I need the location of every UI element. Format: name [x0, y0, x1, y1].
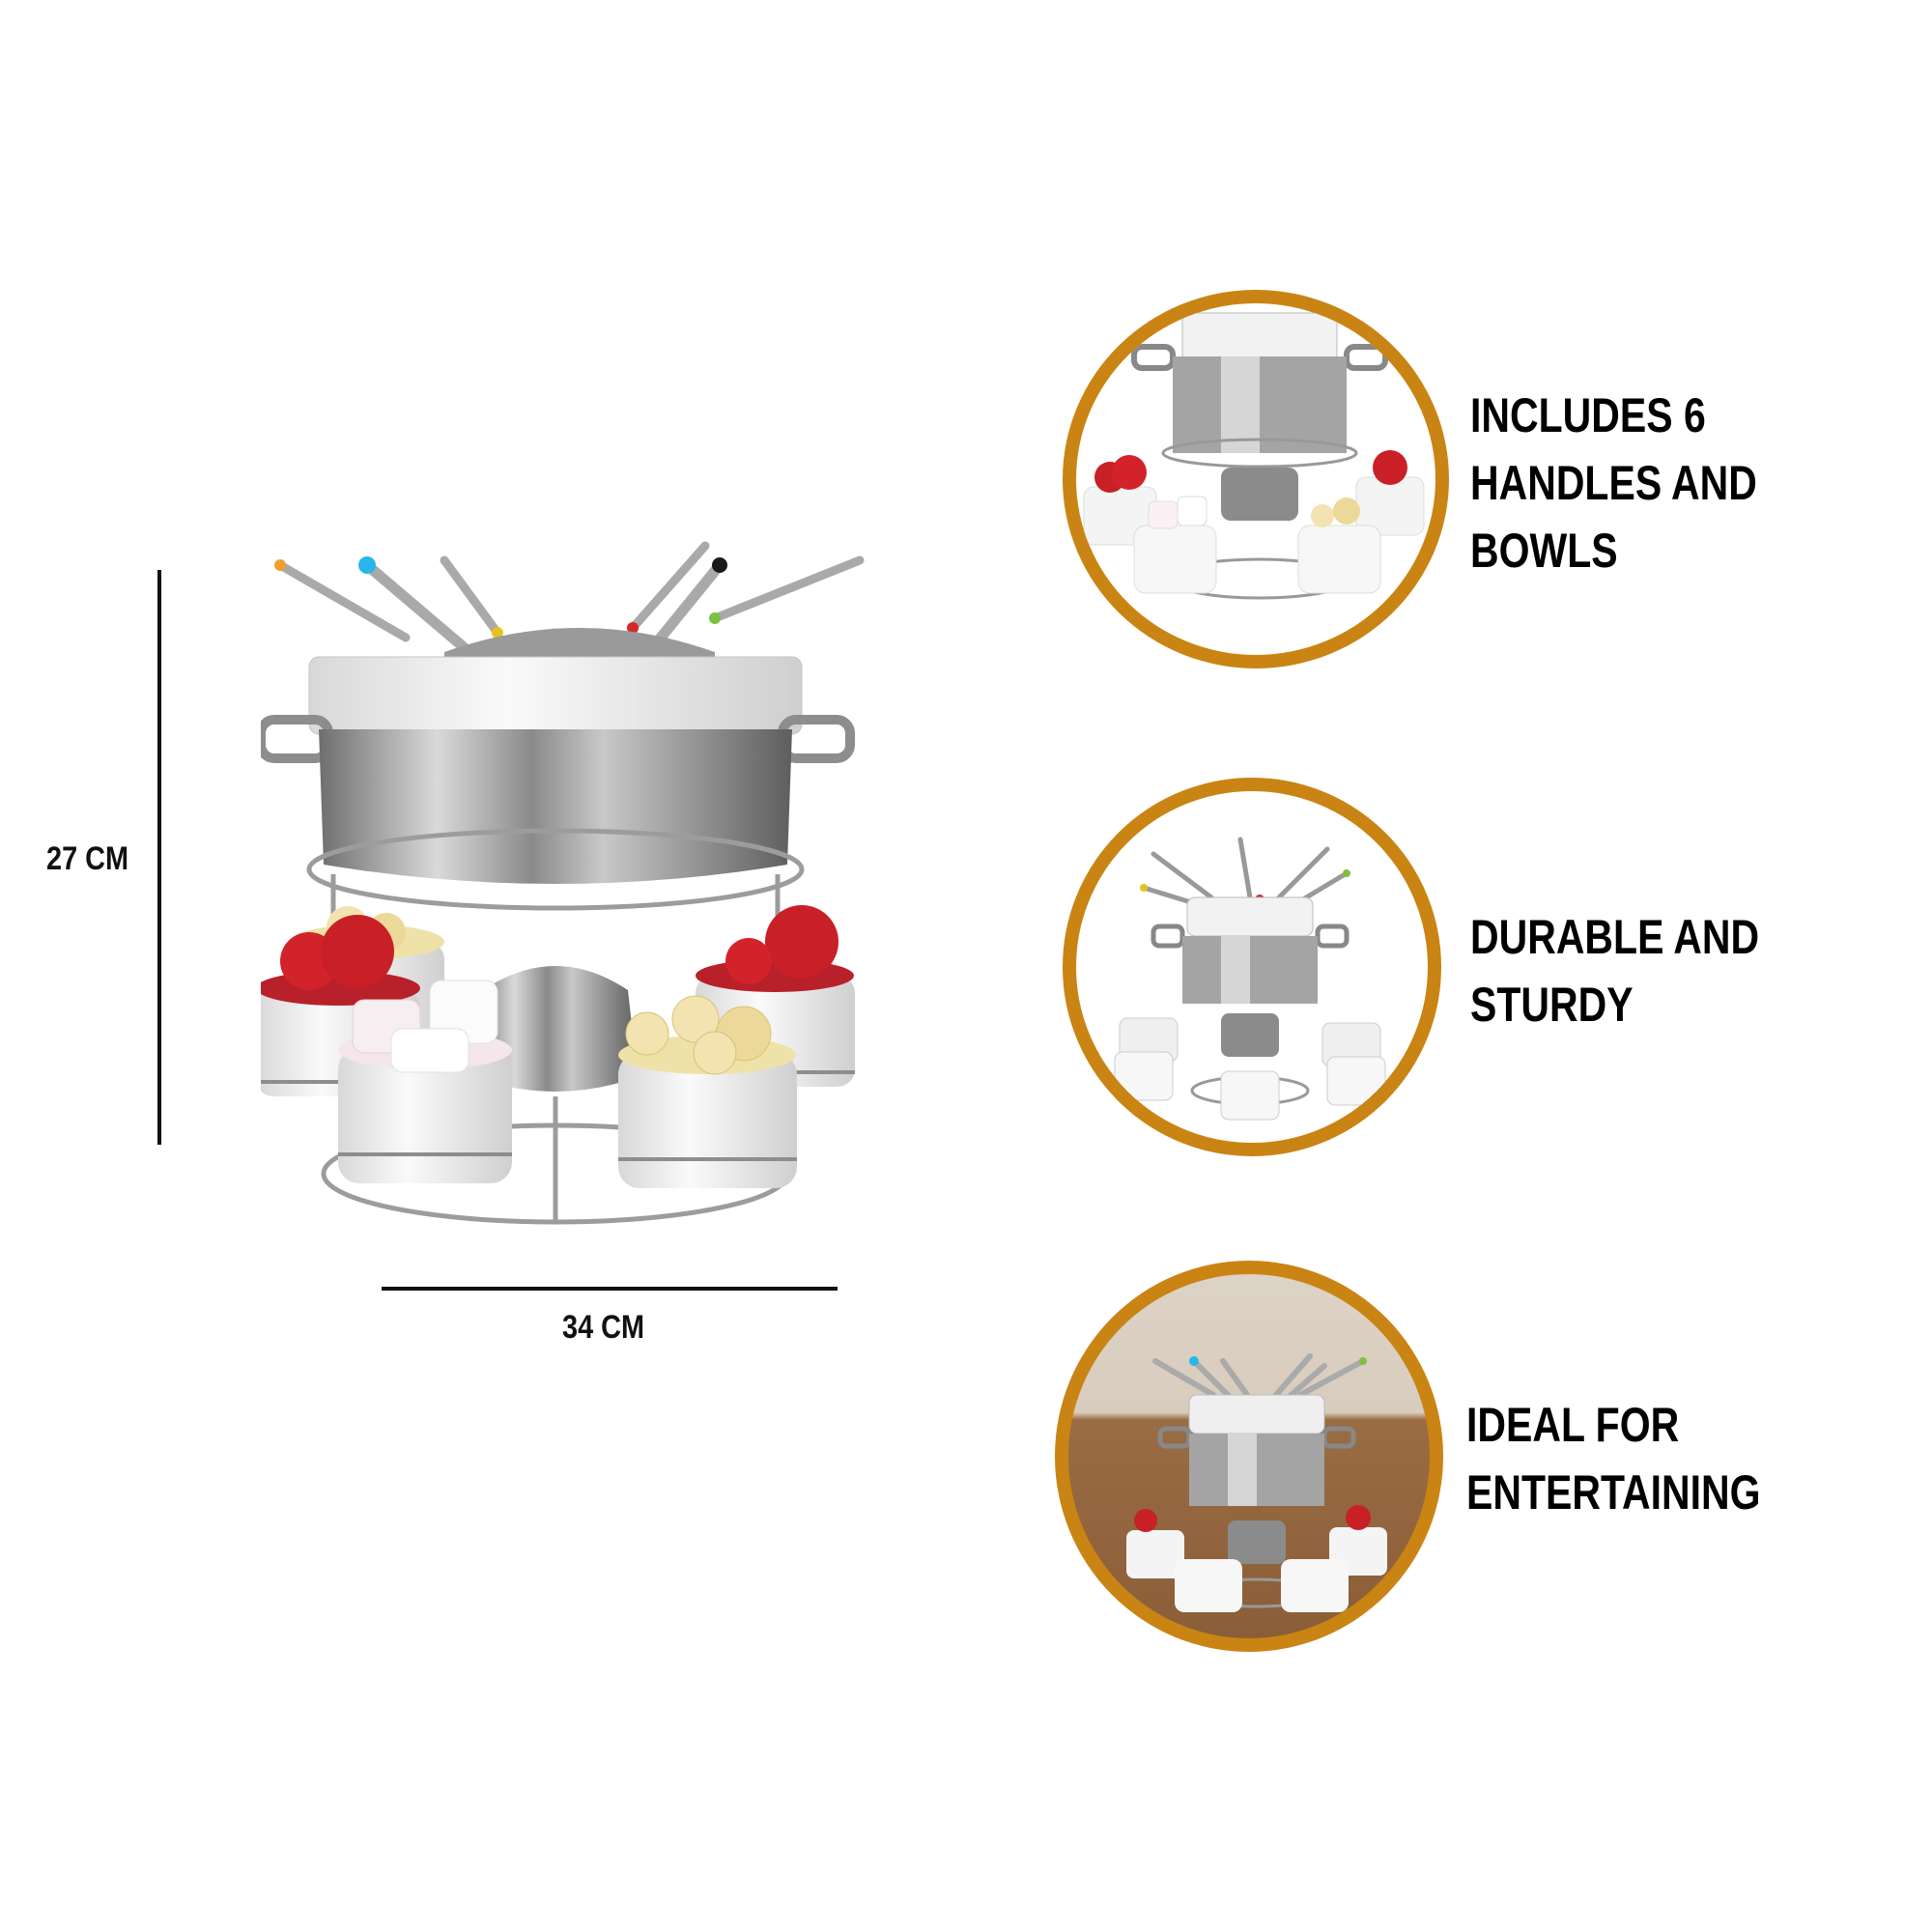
bowl-right-strawberries	[696, 905, 855, 1087]
fondue-product-on-table-thumbnail	[1126, 1353, 1387, 1612]
width-dimension-label: 34 CM	[562, 1309, 645, 1346]
feature-text-ideal-entertaining: IDEAL FOR ENTERTAINING	[1466, 1391, 1760, 1526]
feature-line: HANDLES AND	[1470, 456, 1757, 510]
height-dimension-line	[157, 570, 161, 1145]
fondue-set-illustration	[261, 541, 865, 1225]
feature-image-includes-handles-bowls	[1063, 290, 1449, 668]
width-dimension-line	[382, 1287, 838, 1291]
bowl-front-marshmallows	[338, 980, 512, 1183]
fondue-product-thumbnail	[1114, 837, 1386, 1121]
bowl-front-bananas	[618, 995, 797, 1188]
feature-line: STURDY	[1470, 978, 1634, 1032]
feature-text-includes-handles-bowls: INCLUDES 6 HANDLES AND BOWLS	[1470, 382, 1757, 584]
feature-image-ideal-entertaining	[1055, 1261, 1443, 1652]
height-dimension-label: 27 CM	[46, 840, 129, 877]
feature-line: INCLUDES 6	[1470, 388, 1706, 442]
main-product-image	[261, 536, 898, 1241]
feature-line: BOWLS	[1470, 524, 1618, 578]
feature-line: ENTERTAINING	[1466, 1465, 1761, 1520]
feature-line: DURABLE AND	[1470, 910, 1760, 964]
fondue-product-thumbnail	[1083, 312, 1425, 600]
feature-line: IDEAL FOR	[1466, 1398, 1680, 1452]
feature-image-durable-sturdy	[1063, 778, 1441, 1156]
feature-text-durable-sturdy: DURABLE AND STURDY	[1470, 903, 1759, 1038]
